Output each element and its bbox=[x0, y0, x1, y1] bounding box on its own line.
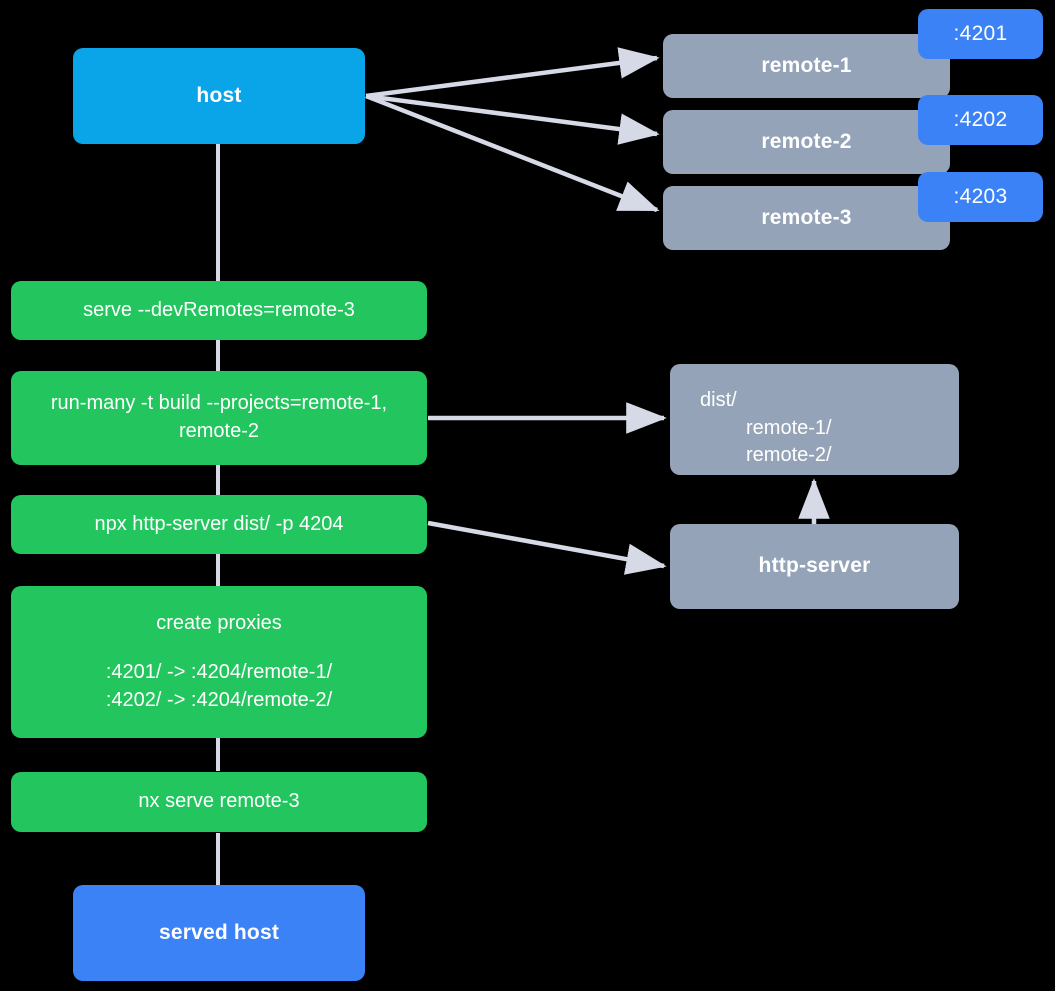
node-served-host[interactable]: served host bbox=[73, 885, 365, 981]
node-http-server[interactable]: http-server bbox=[670, 524, 959, 609]
proxy-mapping-4201: :4201/ -> :4204/remote-1/ bbox=[105, 661, 333, 684]
badge-remote-3-port: :4203 bbox=[918, 172, 1043, 222]
node-dist-folder[interactable]: dist/ remote-1/ remote-2/ bbox=[670, 364, 959, 475]
node-command-run-many-label: run-many -t build --projects=remote-1, r… bbox=[50, 392, 393, 442]
node-command-create-proxies-label: create proxies bbox=[156, 611, 282, 634]
node-served-host-label: served host bbox=[158, 920, 280, 944]
node-remote-2-label: remote-2 bbox=[761, 129, 852, 153]
edge-host-to-remote-1 bbox=[365, 47, 660, 99]
node-remote-1[interactable]: remote-1 bbox=[663, 34, 950, 98]
proxy-mapping-4202: :4202/ -> :4204/remote-2/ bbox=[105, 688, 333, 711]
badge-remote-3-port-label: :4203 bbox=[953, 185, 1008, 208]
connector-serve-to-runmany bbox=[216, 339, 220, 372]
node-command-create-proxies[interactable]: create proxies :4201/ -> :4204/remote-1/… bbox=[11, 586, 427, 738]
node-command-serve[interactable]: serve --devRemotes=remote-3 bbox=[11, 281, 427, 340]
node-command-serve-label: serve --devRemotes=remote-3 bbox=[83, 298, 355, 321]
badge-remote-1-port: :4201 bbox=[918, 9, 1043, 59]
dist-folder-child-remote-1: remote-1/ bbox=[746, 416, 832, 439]
connector-runmany-to-npx bbox=[216, 465, 220, 495]
connector-host-to-serve bbox=[216, 144, 220, 283]
badge-remote-2-port-label: :4202 bbox=[953, 108, 1008, 131]
node-remote-1-label: remote-1 bbox=[761, 53, 852, 77]
node-remote-3[interactable]: remote-3 bbox=[663, 186, 950, 250]
edge-npx-to-http-server bbox=[427, 520, 667, 575]
connector-proxies-to-nxserve bbox=[216, 738, 220, 771]
node-command-npx-http-server[interactable]: npx http-server dist/ -p 4204 bbox=[11, 495, 427, 554]
node-remote-3-label: remote-3 bbox=[761, 205, 852, 229]
connector-npx-to-proxies bbox=[216, 553, 220, 586]
edge-host-to-remote-3 bbox=[365, 93, 660, 213]
node-command-run-many[interactable]: run-many -t build --projects=remote-1, r… bbox=[11, 371, 427, 465]
node-command-nx-serve-remote-3-label: nx serve remote-3 bbox=[138, 790, 300, 813]
connector-nxserve-to-servedhost bbox=[216, 833, 220, 886]
node-host[interactable]: host bbox=[73, 48, 365, 144]
node-host-label: host bbox=[196, 83, 242, 107]
node-command-npx-http-server-label: npx http-server dist/ -p 4204 bbox=[94, 512, 344, 535]
edge-host-to-remote-2 bbox=[365, 93, 660, 145]
badge-remote-2-port: :4202 bbox=[918, 95, 1043, 145]
node-http-server-label: http-server bbox=[758, 554, 871, 578]
node-remote-2[interactable]: remote-2 bbox=[663, 110, 950, 174]
badge-remote-1-port-label: :4201 bbox=[953, 22, 1008, 45]
dist-folder-child-remote-2: remote-2/ bbox=[746, 444, 832, 467]
node-command-nx-serve-remote-3[interactable]: nx serve remote-3 bbox=[11, 772, 427, 832]
dist-folder-root: dist/ bbox=[700, 389, 737, 412]
